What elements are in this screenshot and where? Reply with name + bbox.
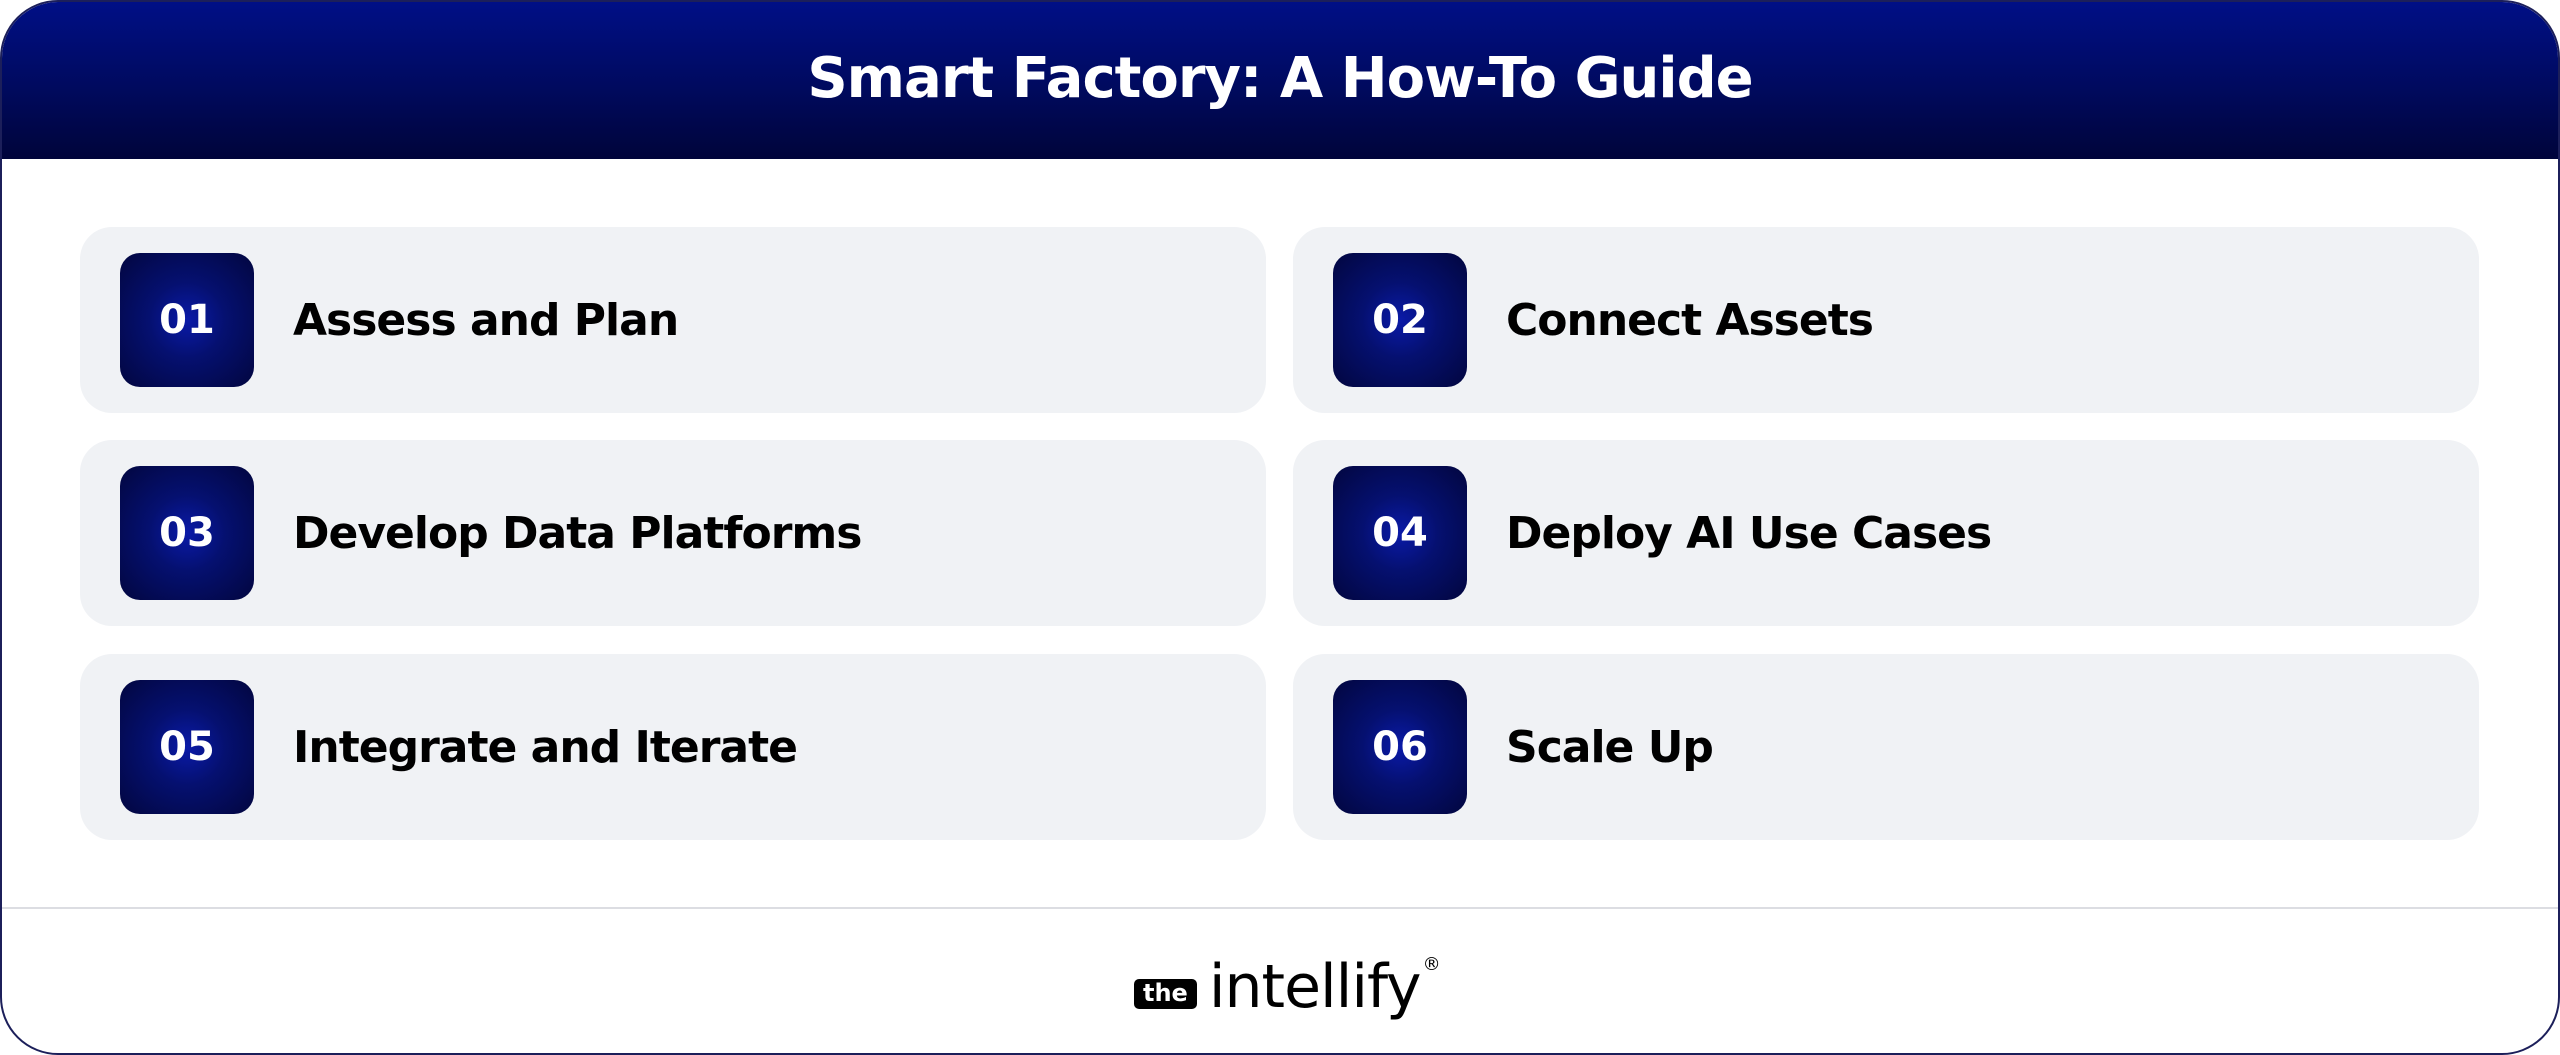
- footer-divider: [2, 907, 2558, 909]
- header-banner: Smart Factory: A How-To Guide: [2, 2, 2558, 159]
- step-label: Connect Assets: [1506, 294, 1874, 346]
- step-card-6: 06 Scale Up: [1293, 654, 2479, 840]
- step-card-4: 04 Deploy AI Use Cases: [1293, 440, 2479, 626]
- step-card-1: 01 Assess and Plan: [80, 227, 1266, 413]
- registered-mark-icon: ®: [1422, 954, 1441, 975]
- brand-logo: the intellify ®: [1134, 952, 1441, 1022]
- step-number-badge: 01: [120, 253, 254, 387]
- step-label: Develop Data Platforms: [293, 507, 862, 559]
- page-title: Smart Factory: A How-To Guide: [807, 46, 1753, 111]
- logo-wordmark: intellify: [1208, 952, 1422, 1022]
- step-number-badge: 04: [1333, 466, 1467, 600]
- step-label: Assess and Plan: [293, 294, 679, 346]
- step-label: Scale Up: [1506, 721, 1714, 773]
- step-label: Integrate and Iterate: [293, 721, 798, 773]
- logo-prefix-badge: the: [1134, 979, 1197, 1009]
- step-number-badge: 03: [120, 466, 254, 600]
- step-card-2: 02 Connect Assets: [1293, 227, 2479, 413]
- step-number-badge: 06: [1333, 680, 1467, 814]
- step-label: Deploy AI Use Cases: [1506, 507, 1992, 559]
- step-number-badge: 02: [1333, 253, 1467, 387]
- step-card-3: 03 Develop Data Platforms: [80, 440, 1266, 626]
- step-card-5: 05 Integrate and Iterate: [80, 654, 1266, 840]
- step-number-badge: 05: [120, 680, 254, 814]
